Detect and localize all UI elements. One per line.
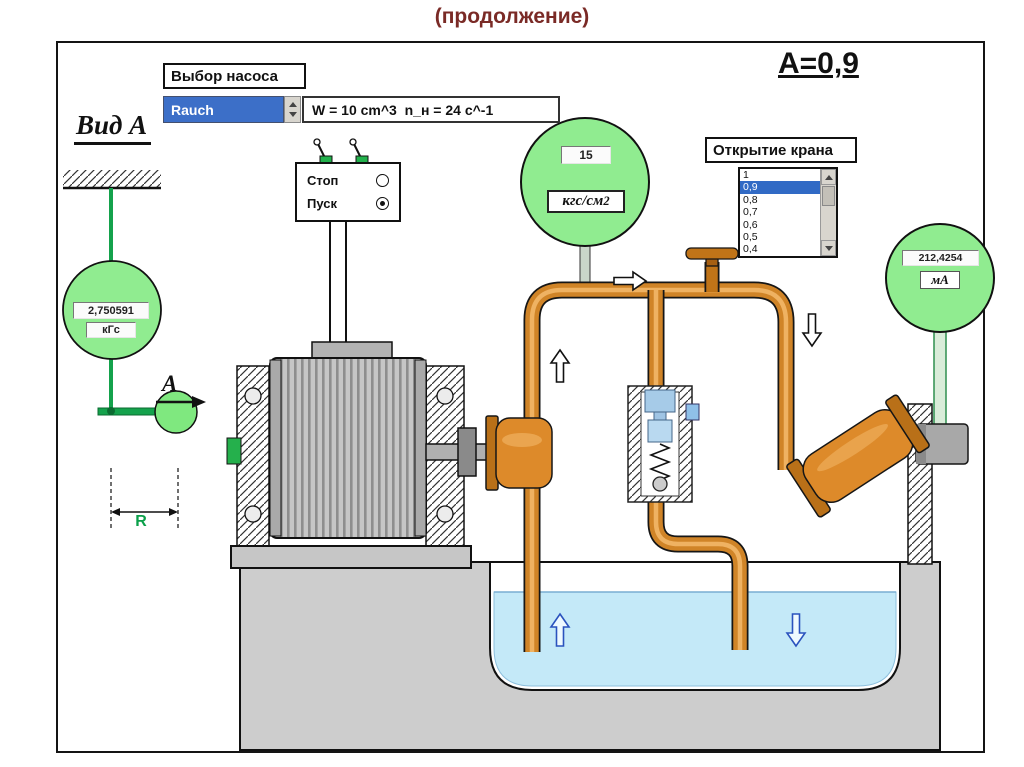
valve-option[interactable]: 0,5 bbox=[743, 230, 758, 243]
scroll-down-button[interactable] bbox=[821, 240, 836, 256]
dimension-R-label: R bbox=[135, 513, 147, 530]
valve-option[interactable]: 1 bbox=[743, 169, 749, 181]
pressure-units-text: кгс/см bbox=[562, 193, 604, 209]
current-gauge-value: 212,4254 bbox=[902, 250, 979, 266]
scroll-thumb[interactable] bbox=[822, 186, 835, 206]
scroll-down-icon bbox=[824, 245, 833, 251]
pump-params-field: W = 10 cm^3 n_н = 24 c^-1 bbox=[302, 96, 560, 123]
stop-row[interactable]: Стоп bbox=[307, 173, 389, 188]
view-direction-label: А bbox=[162, 371, 178, 396]
motor-control-panel: Стоп Пуск bbox=[295, 162, 401, 222]
stop-label: Стоп bbox=[307, 173, 339, 189]
start-row[interactable]: Пуск bbox=[307, 196, 389, 211]
valve-option[interactable]: 0,6 bbox=[743, 218, 758, 231]
force-gauge-units: кГс bbox=[86, 322, 136, 338]
listbox-scrollbar[interactable] bbox=[820, 169, 836, 256]
view-a-label: Вид А bbox=[74, 110, 152, 145]
start-label: Пуск bbox=[307, 195, 337, 211]
start-radio[interactable] bbox=[376, 196, 389, 210]
scroll-up-icon bbox=[824, 174, 833, 180]
force-gauge-value: 2,750591 bbox=[73, 302, 149, 319]
coefficient-label: А=0,9 bbox=[778, 47, 859, 80]
spinner-down-icon[interactable] bbox=[288, 112, 297, 117]
valve-open-label: Открытие крана bbox=[705, 137, 857, 163]
valve-option[interactable]: 0,9 bbox=[740, 181, 820, 194]
pressure-units-sup: 2 bbox=[603, 194, 610, 208]
spinner-up-icon[interactable] bbox=[288, 102, 297, 107]
combo-spinner[interactable] bbox=[284, 96, 301, 123]
page-title: (продолжение) bbox=[434, 5, 590, 28]
pump-selector-label: Выбор насоса bbox=[163, 63, 306, 89]
pump-combobox[interactable]: Rauch bbox=[163, 96, 284, 123]
current-gauge-units: мА bbox=[920, 271, 960, 289]
valve-option[interactable]: 0,4 bbox=[743, 243, 758, 256]
pump-combobox-value: Rauch bbox=[171, 101, 214, 118]
valve-option[interactable]: 0,7 bbox=[743, 206, 758, 219]
valve-option[interactable]: 0,8 bbox=[743, 193, 758, 206]
scroll-up-button[interactable] bbox=[821, 169, 836, 185]
pressure-gauge-value: 15 bbox=[561, 146, 611, 164]
stop-radio[interactable] bbox=[376, 174, 389, 188]
scroll-track[interactable] bbox=[821, 207, 836, 240]
